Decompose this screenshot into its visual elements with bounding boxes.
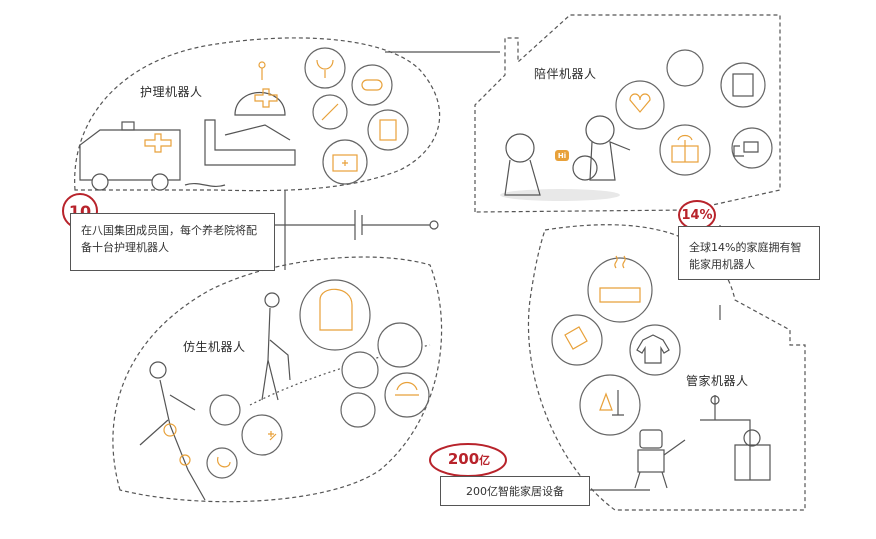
ambulance-illustration	[79, 121, 226, 191]
butler-robot-title: 管家机器人	[686, 374, 749, 388]
nursing-robot-title: 护理机器人	[140, 85, 203, 99]
devices-stat-text: 200亿智能家居设备	[466, 485, 564, 498]
hi-speech-bubble: Hi	[557, 152, 567, 160]
butler-robot-illustration	[634, 395, 771, 489]
circuit-connector	[275, 210, 430, 240]
bionic-robot-title: 仿生机器人	[183, 340, 246, 354]
companion-robot-title: 陪伴机器人	[534, 67, 597, 81]
nursing-bubble	[74, 37, 441, 192]
accident-person-icon	[241, 414, 283, 456]
companion-stat-box: 全球14%的家庭拥有智能家用机器人	[678, 226, 820, 280]
nursing-stat-text: 在八国集团成员国，每个养老院将配备十台护理机器人	[81, 224, 257, 254]
shirt-icon	[629, 324, 681, 376]
pot-icon	[587, 257, 653, 323]
robot-head-icon	[299, 279, 371, 351]
devices-stat-box: 200亿智能家居设备	[440, 476, 590, 506]
circuit-node	[429, 220, 439, 230]
companion-house	[474, 14, 781, 213]
pill-icon	[351, 64, 393, 106]
bottle-icon	[551, 314, 603, 366]
book-icon	[720, 62, 766, 108]
wheelchair-icon	[206, 447, 238, 479]
knee-joint-icon	[209, 394, 241, 426]
nursing-stat-box: 在八国集团成员国，每个养老院将配备十台护理机器人	[70, 213, 275, 271]
stethoscope-icon	[304, 47, 346, 89]
devices-stat-unit: 亿	[479, 454, 491, 467]
nursing-bed-illustration	[204, 61, 296, 166]
mountain-icon	[341, 351, 379, 389]
devices-stat-badge: 200亿	[440, 450, 498, 470]
clipboard-icon	[367, 109, 409, 151]
companion-stat-text: 全球14%的家庭拥有智能家用机器人	[689, 241, 802, 271]
butler-house	[527, 224, 806, 511]
music-icon	[666, 49, 704, 87]
companion-stat-number: 14%	[681, 207, 713, 223]
companion-stat-badge: 14%	[678, 200, 716, 230]
bionic-bubble	[112, 256, 443, 503]
companion-illustration	[500, 115, 631, 201]
devices-stat-number: 200	[447, 450, 480, 468]
hearts-icon	[615, 80, 665, 130]
chat-icon	[731, 127, 773, 169]
weather-icon	[377, 322, 423, 368]
accident-icon	[340, 392, 376, 428]
